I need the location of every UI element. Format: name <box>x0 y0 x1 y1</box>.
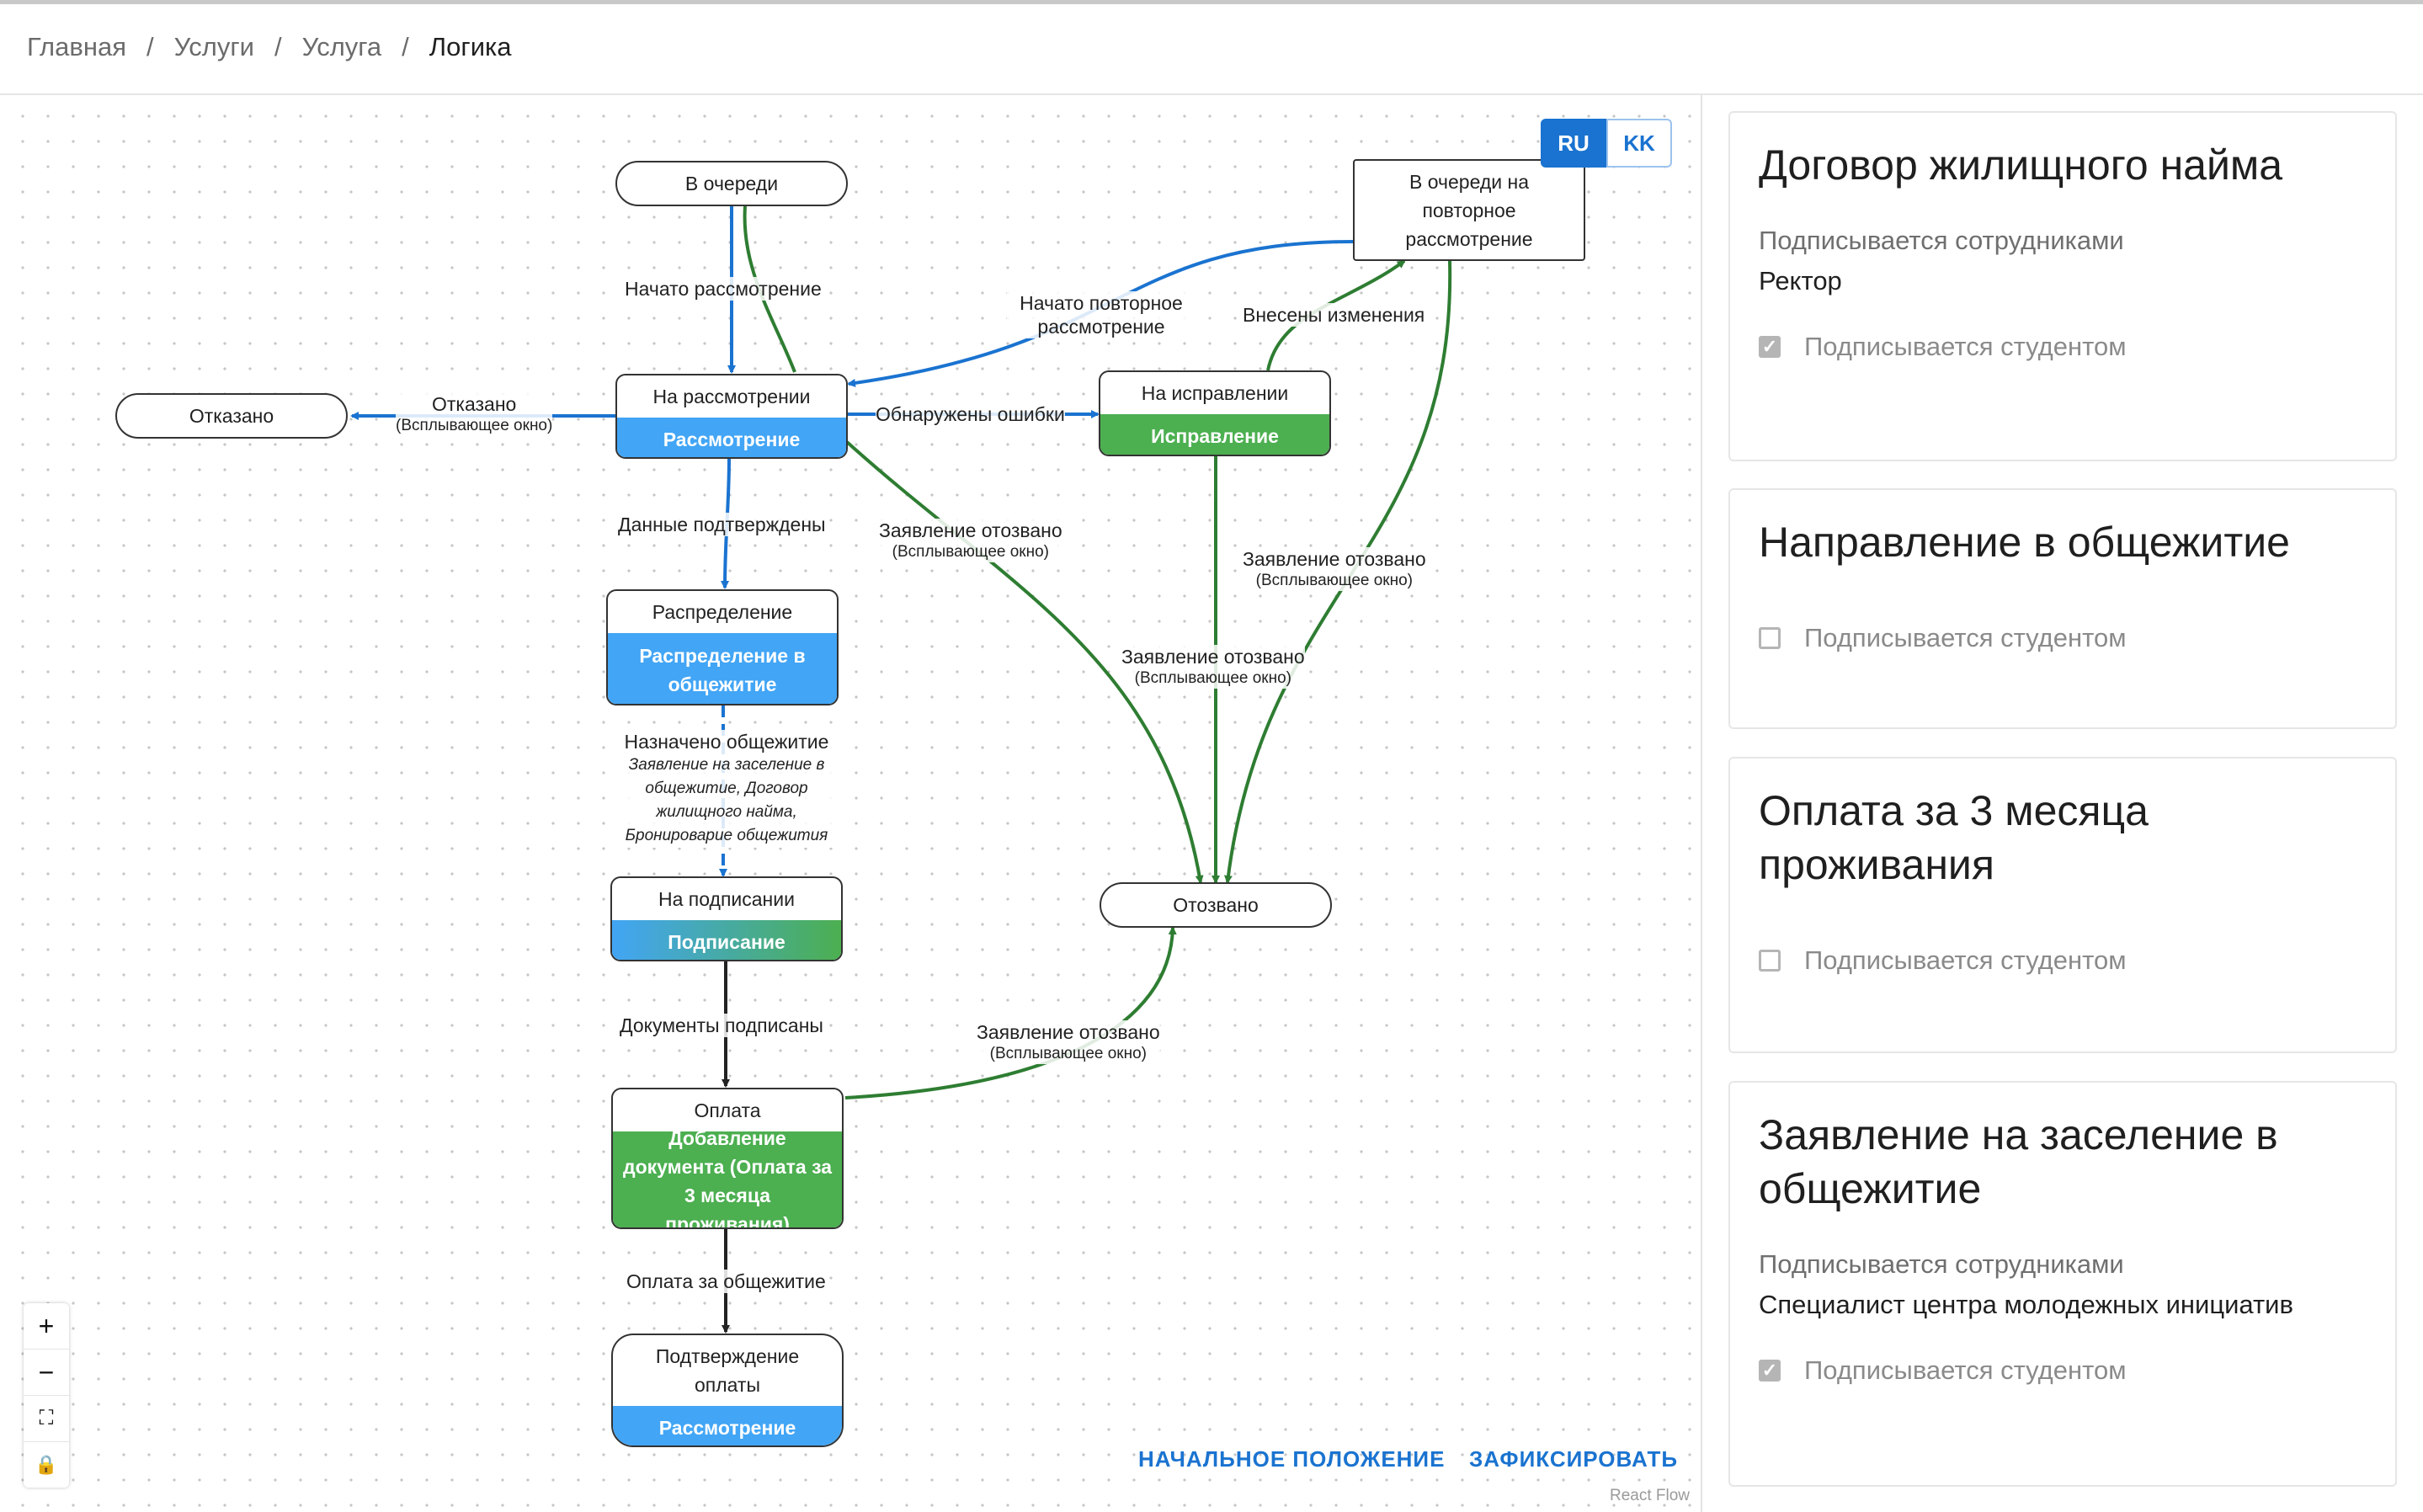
fit-view-icon[interactable]: ⛶ <box>24 1396 69 1442</box>
checkbox-unchecked-icon <box>1759 950 1781 972</box>
node-confirm-title: Подтверждение оплаты <box>655 1345 800 1396</box>
checkbox-unchecked-icon <box>1759 627 1781 649</box>
edge-label-assigned: Назначено общежитие Заявление на заселен… <box>616 730 837 848</box>
node-requeue-title: В очереди на повторное рассмотрение <box>1405 170 1533 250</box>
breadcrumb-services[interactable]: Услуги <box>173 32 254 61</box>
node-queue[interactable]: В очереди <box>615 161 848 206</box>
edge-label-paid: Оплата за общежитие <box>626 1270 826 1293</box>
node-signing-title: На подписании <box>658 888 795 910</box>
node-payment-status: Добавление документа (Оплата за 3 месяца… <box>613 1127 842 1227</box>
student-signs-label: Подписывается студентом <box>1804 623 2127 652</box>
lock-icon[interactable]: 🔒 <box>35 1454 58 1475</box>
document-card: Направление в общежитие Подписывается ст… <box>1728 488 2397 729</box>
header-divider <box>0 93 2423 95</box>
signed-by-value: Ректор <box>1759 266 1842 295</box>
top-shadow-bar <box>0 0 2423 4</box>
node-review-title: На рассмотрении <box>652 386 811 407</box>
node-rejected[interactable]: Отказано <box>115 393 348 439</box>
node-review[interactable]: На рассмотрении Рассмотрение <box>615 374 848 459</box>
edge-label-withdrawn-1: Заявление отозвано (Всплывающее окно) <box>879 519 1062 562</box>
panel-divider <box>1701 95 1702 1512</box>
lang-ru-button[interactable]: RU <box>1541 119 1606 168</box>
node-fixing-title: На исправлении <box>1141 382 1289 404</box>
edge-label-withdrawn-3-sub: (Всплывающее окно) <box>1134 669 1291 687</box>
edge-label-changes: Внесены изменения <box>1243 303 1425 327</box>
edge-label-assigned-docs: Заявление на заселение в общежитие, Дого… <box>625 756 828 844</box>
edge-label-rejected: Отказано (Всплывающее окно) <box>396 392 553 436</box>
breadcrumb: Главная / Услуги / Услуга / Логика <box>27 30 512 64</box>
student-signs-checkbox[interactable]: ✓ Подписывается студентом <box>1759 332 2367 362</box>
edge-label-assigned-text: Назначено общежитие <box>624 731 829 753</box>
lang-kk-button[interactable]: KK <box>1606 119 1672 168</box>
checkbox-checked-icon: ✓ <box>1759 336 1781 358</box>
breadcrumb-home[interactable]: Главная <box>27 32 126 61</box>
edge-label-withdrawn-3: Заявление отозвано (Всплывающее окно) <box>1121 645 1305 689</box>
edge-label-withdrawn-1-text: Заявление отозвано <box>879 519 1062 541</box>
edge-label-withdrawn-4-sub: (Всплывающее окно) <box>989 1045 1147 1062</box>
flow-controls: + − ⛶ 🔒 <box>24 1303 69 1488</box>
edge-label-withdrawn-2: Заявление отозвано (Всплывающее окно) <box>1243 547 1426 591</box>
flow-canvas[interactable] <box>0 95 1701 1512</box>
edge-label-withdrawn-2-text: Заявление отозвано <box>1243 548 1426 570</box>
breadcrumb-separator: / <box>402 32 409 61</box>
edge-label-errors: Обнаружены ошибки <box>876 402 1065 426</box>
node-payment[interactable]: Оплата Добавление документа (Оплата за 3… <box>611 1088 844 1229</box>
edge-label-withdrawn-4-text: Заявление отозвано <box>977 1021 1160 1043</box>
node-signing[interactable]: На подписании Подписание <box>610 876 843 961</box>
save-button[interactable]: ЗАФИКСИРОВАТЬ <box>1469 1446 1679 1472</box>
node-distribution-status: Распределение в общежитие <box>608 633 837 704</box>
breadcrumb-separator: / <box>146 32 154 61</box>
zoom-out-icon[interactable]: − <box>24 1350 69 1396</box>
student-signs-label: Подписывается студентом <box>1804 945 2127 975</box>
edge-label-signed: Документы подписаны <box>620 1014 823 1037</box>
node-requeue[interactable]: В очереди на повторное рассмотрение <box>1353 159 1585 261</box>
edge-label-restarted: Начато повторное рассмотрение <box>1007 291 1196 338</box>
edge-label-withdrawn-3-text: Заявление отозвано <box>1121 646 1305 668</box>
student-signs-label: Подписывается студентом <box>1804 1355 2127 1385</box>
document-title: Направление в общежитие <box>1759 519 2290 566</box>
react-flow-attribution[interactable]: React Flow <box>1610 1487 1691 1504</box>
breadcrumb-current: Логика <box>429 32 512 61</box>
signed-by-label: Подписывается сотрудниками <box>1759 1249 2124 1279</box>
edge-label-rejected-text: Отказано <box>431 393 517 415</box>
student-signs-checkbox[interactable]: Подписывается студентом <box>1759 623 2367 653</box>
student-signs-checkbox[interactable]: ✓ Подписывается студентом <box>1759 1355 2367 1386</box>
reset-position-button[interactable]: НАЧАЛЬНОЕ ПОЛОЖЕНИЕ <box>1138 1446 1446 1472</box>
node-distribution[interactable]: Распределение Распределение в общежитие <box>606 589 839 705</box>
checkbox-checked-icon: ✓ <box>1759 1360 1781 1382</box>
language-toggle: RU KK <box>1541 119 1672 168</box>
node-withdrawn[interactable]: Отозвано <box>1100 882 1332 928</box>
node-confirm[interactable]: Подтверждение оплаты Рассмотрение <box>611 1334 844 1447</box>
edge-label-rejected-sub: (Всплывающее окно) <box>396 417 553 434</box>
edge-label-withdrawn-2-sub: (Всплывающее окно) <box>1255 572 1413 589</box>
edge-label-started: Начато рассмотрение <box>625 277 822 301</box>
breadcrumb-separator: / <box>274 32 282 61</box>
document-title: Оплата за 3 месяца проживания <box>1759 787 2149 888</box>
node-payment-title: Оплата <box>694 1099 761 1121</box>
edge-label-confirmed: Данные подтверждены <box>618 513 826 536</box>
node-distribution-title: Распределение <box>652 601 793 623</box>
document-title: Заявление на заселение в общежитие <box>1759 1111 2278 1212</box>
zoom-in-icon[interactable]: + <box>24 1303 69 1350</box>
edge-label-withdrawn-4: Заявление отозвано (Всплывающее окно) <box>977 1020 1160 1064</box>
signed-by-label: Подписывается сотрудниками <box>1759 226 2124 255</box>
document-card: Договор жилищного найма Подписывается со… <box>1728 111 2397 461</box>
signed-by-value: Специалист центра молодежных инициатив <box>1759 1290 2293 1319</box>
document-card: Оплата за 3 месяца проживания Подписывае… <box>1728 757 2397 1053</box>
student-signs-label: Подписывается студентом <box>1804 332 2127 361</box>
document-title: Договор жилищного найма <box>1759 141 2283 189</box>
node-signing-status: Подписание <box>612 920 841 960</box>
node-confirm-status: Рассмотрение <box>613 1406 842 1445</box>
node-review-status: Рассмотрение <box>617 418 846 457</box>
breadcrumb-service[interactable]: Услуга <box>301 32 382 61</box>
edge-label-withdrawn-1-sub: (Всплывающее окно) <box>892 543 1049 561</box>
node-fixing-status: Исправление <box>1100 414 1329 455</box>
student-signs-checkbox[interactable]: Подписывается студентом <box>1759 945 2367 976</box>
document-card: Заявление на заселение в общежитие Подпи… <box>1728 1081 2397 1487</box>
node-fixing[interactable]: На исправлении Исправление <box>1099 370 1331 456</box>
